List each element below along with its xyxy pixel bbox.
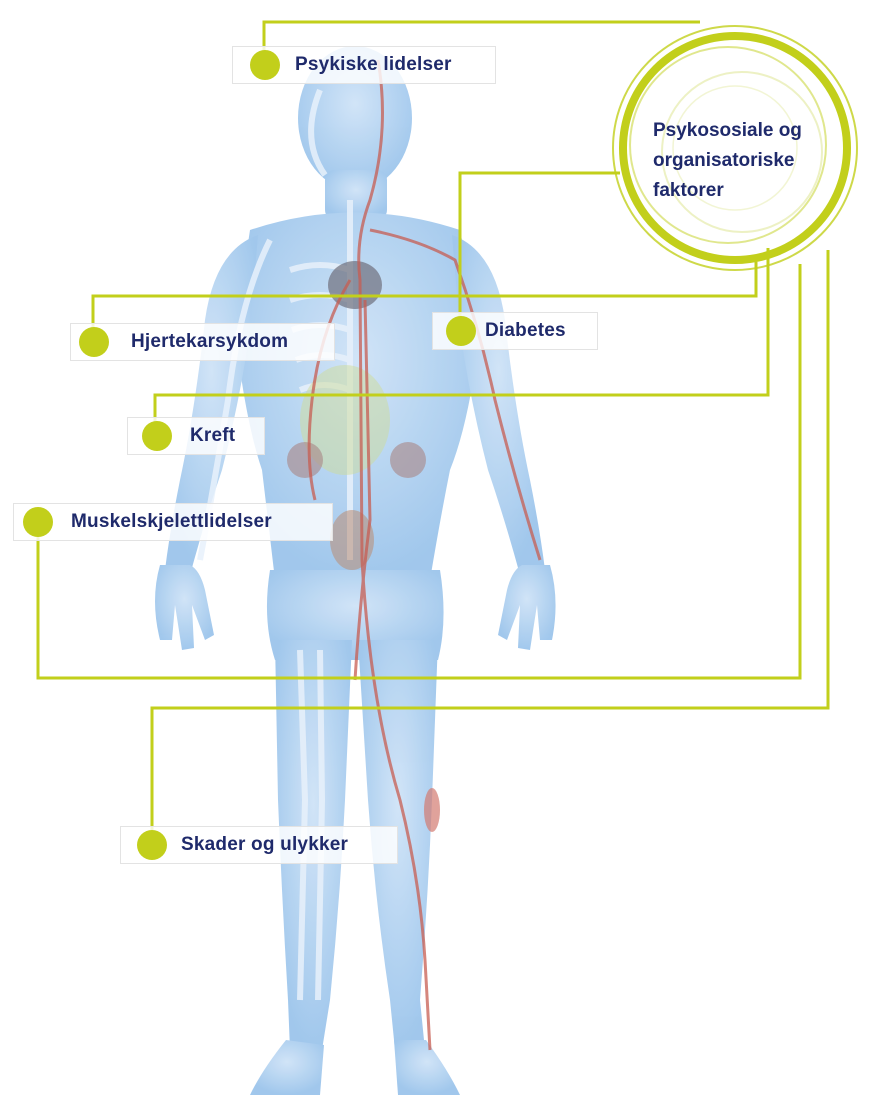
factor-title: Psykososiale og organisatoriske faktorer xyxy=(653,116,853,206)
label-muskelskjelettlidelser: Muskelskjelettlidelser xyxy=(13,503,333,541)
condition-label: Kreft xyxy=(190,425,235,447)
human-body-figure xyxy=(155,46,556,1095)
condition-label: Hjertekarsykdom xyxy=(131,331,288,353)
condition-label: Skader og ulykker xyxy=(181,834,348,856)
label-kreft: Kreft xyxy=(127,417,265,455)
label-psykiske-lidelser: Psykiske lidelser xyxy=(232,46,496,84)
bullet-dot-icon xyxy=(142,421,172,451)
label-hjertekarsykdom: Hjertekarsykdom xyxy=(70,323,335,361)
vessel-bulge xyxy=(424,788,440,832)
condition-label: Diabetes xyxy=(485,320,566,342)
bullet-dot-icon xyxy=(137,830,167,860)
bullet-dot-icon xyxy=(446,316,476,346)
label-skader-og-ulykker: Skader og ulykker xyxy=(120,826,398,864)
condition-label: Muskelskjelettlidelser xyxy=(71,511,272,533)
bullet-dot-icon xyxy=(23,507,53,537)
condition-label: Psykiske lidelser xyxy=(295,54,452,76)
label-diabetes: Diabetes xyxy=(432,312,598,350)
bullet-dot-icon xyxy=(250,50,280,80)
bullet-dot-icon xyxy=(79,327,109,357)
